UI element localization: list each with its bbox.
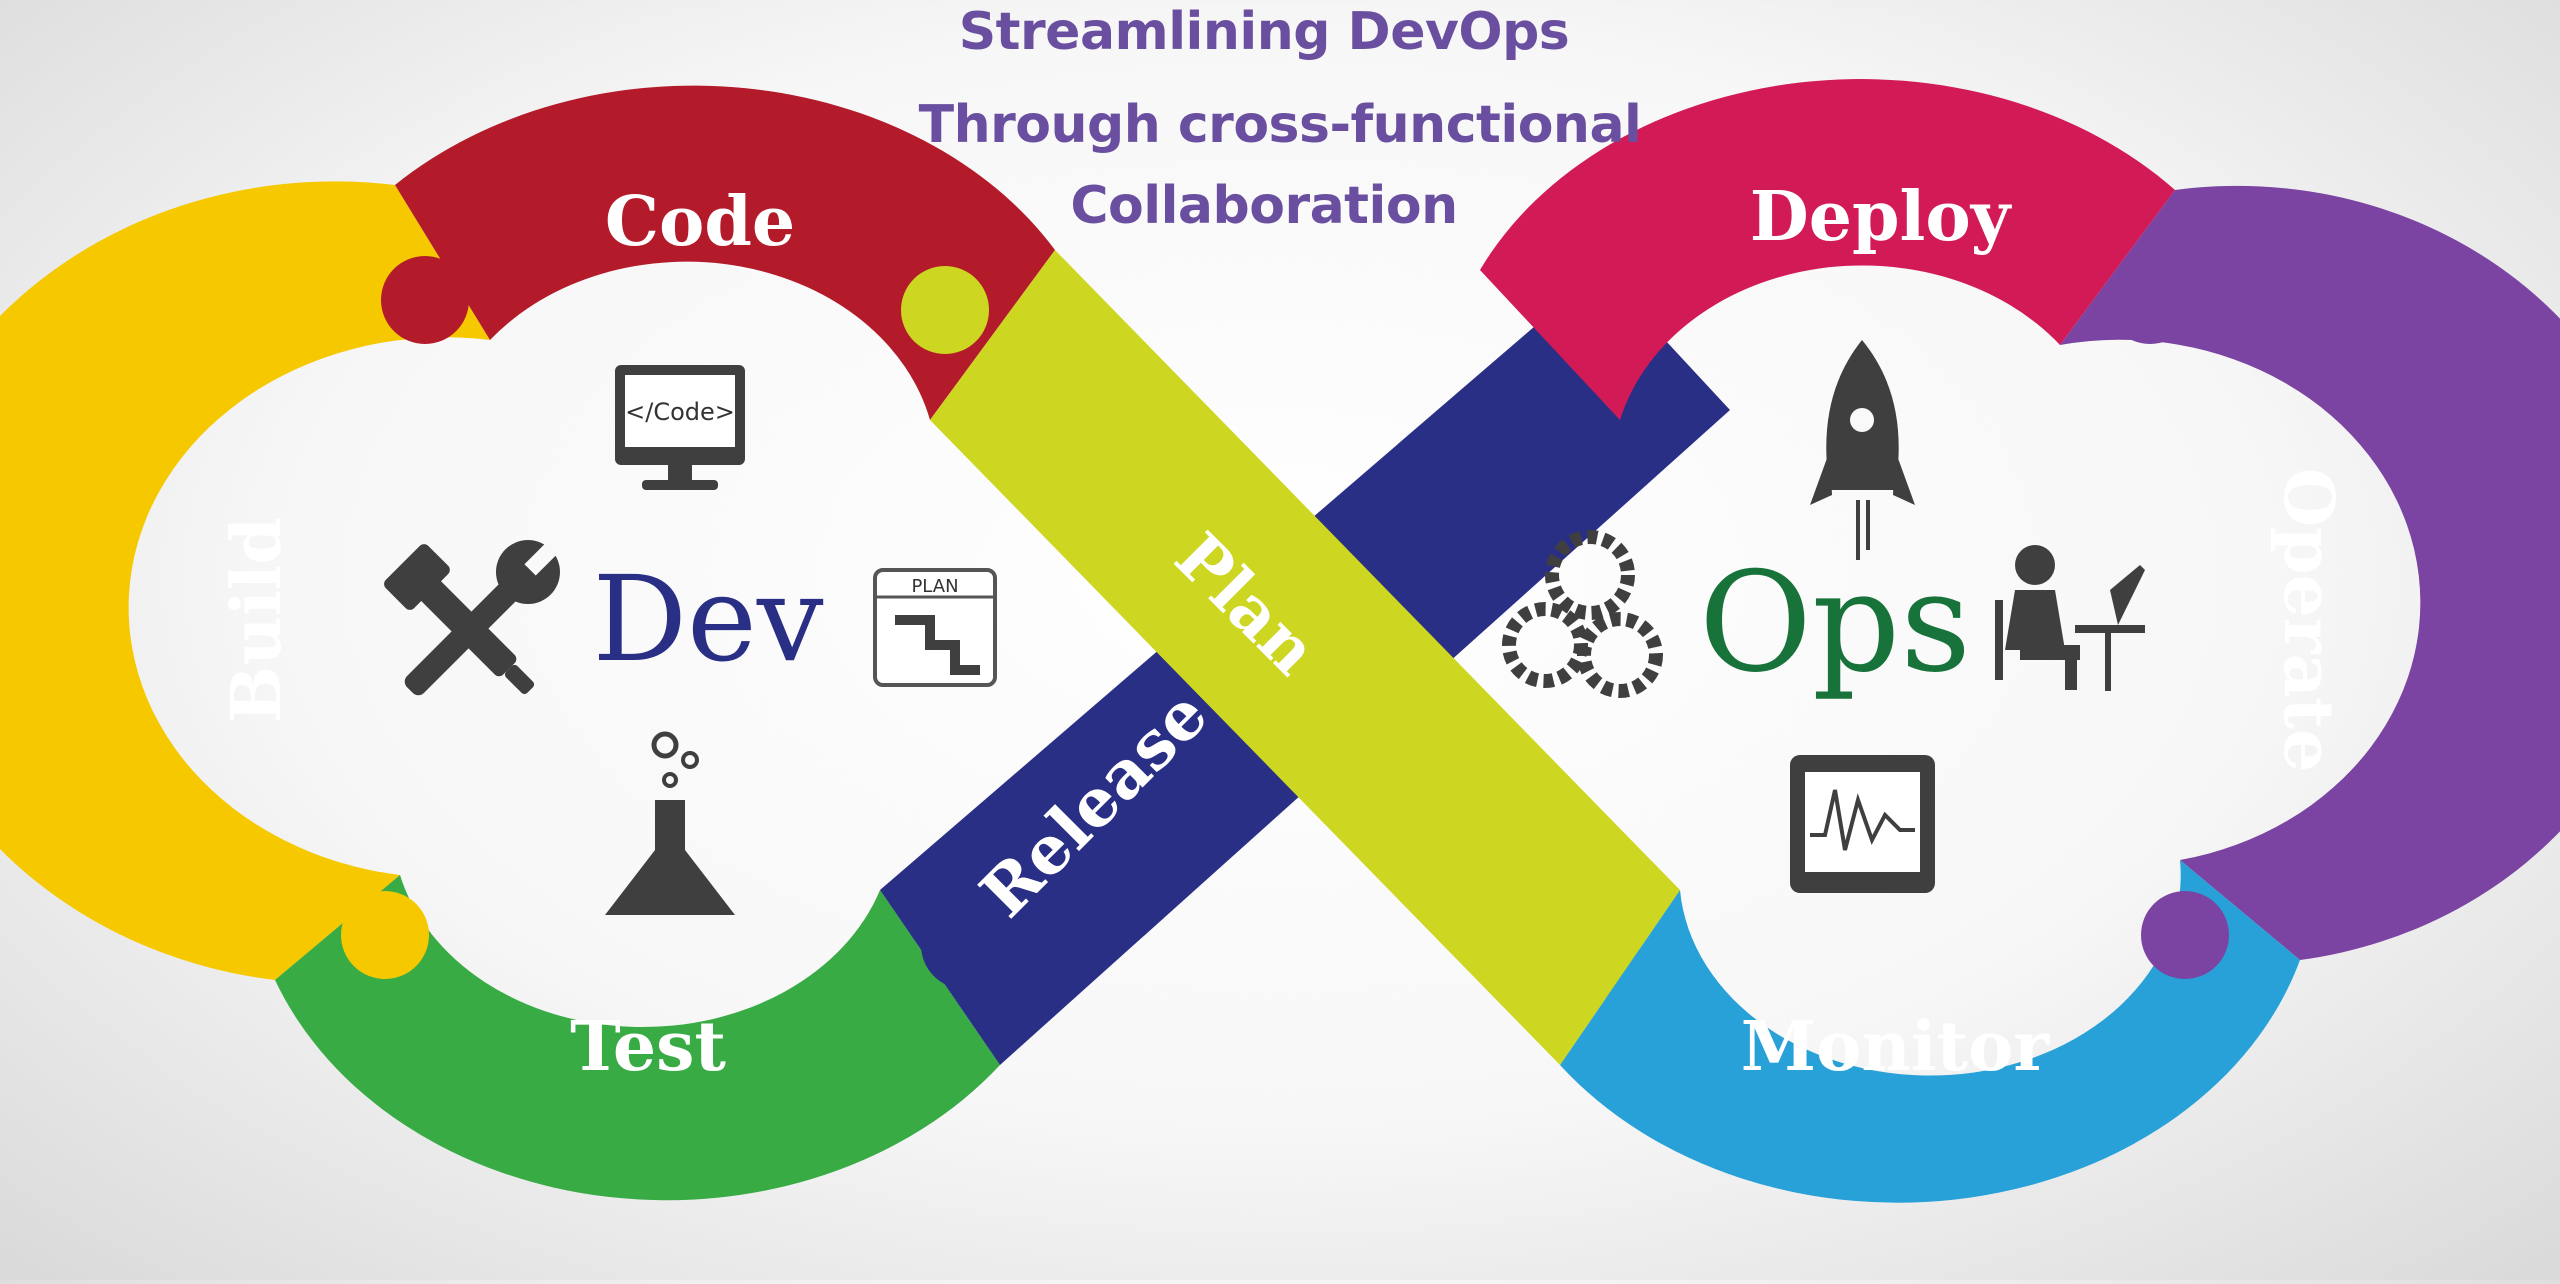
knob-code-plan	[901, 266, 989, 354]
desk-worker-icon	[1995, 545, 2145, 691]
right-loop	[1480, 79, 2560, 1203]
deploy-label: Deploy	[1750, 177, 2013, 257]
code-segment	[395, 85, 1055, 420]
code-monitor-text: </Code>	[625, 398, 735, 426]
plan-board-text: PLAN	[911, 576, 958, 597]
plan-board-icon: PLAN	[873, 568, 997, 687]
knob-build-code	[381, 256, 469, 344]
title-line-2: Through cross-functional	[918, 95, 1642, 155]
operate-segment	[2060, 185, 2560, 960]
operate-label: Operate	[2268, 468, 2348, 773]
code-label: Code	[605, 182, 795, 262]
plan-segment	[930, 250, 1680, 1065]
knob-build-test	[341, 891, 429, 979]
gears-icon	[1502, 530, 1663, 698]
test-label: Test	[570, 1007, 726, 1087]
title-line-3: Collaboration	[1070, 176, 1458, 236]
build-segment	[0, 181, 490, 980]
knob-deploy-release	[1536, 261, 1624, 349]
ops-word: Ops	[1699, 542, 1971, 703]
knob-deploy-operate	[2106, 256, 2194, 344]
code-monitor-icon: </Code>	[615, 365, 745, 490]
test-segment	[275, 875, 1000, 1201]
monitor-segment	[1560, 860, 2300, 1203]
deploy-segment	[1480, 79, 2175, 420]
rocket-icon	[1810, 340, 1915, 560]
knob-release-test	[921, 901, 1009, 989]
monitor-label: Monitor	[1741, 1007, 2051, 1087]
dev-word: Dev	[592, 550, 823, 688]
left-loop	[0, 85, 1055, 1201]
build-label: Build	[217, 517, 297, 723]
flask-icon	[605, 731, 735, 915]
title-line-1: Streamlining DevOps	[958, 2, 1570, 62]
knob-operate-monitor	[2141, 891, 2229, 979]
monitor-chart-icon	[1790, 755, 1935, 893]
tools-icon	[384, 535, 565, 696]
